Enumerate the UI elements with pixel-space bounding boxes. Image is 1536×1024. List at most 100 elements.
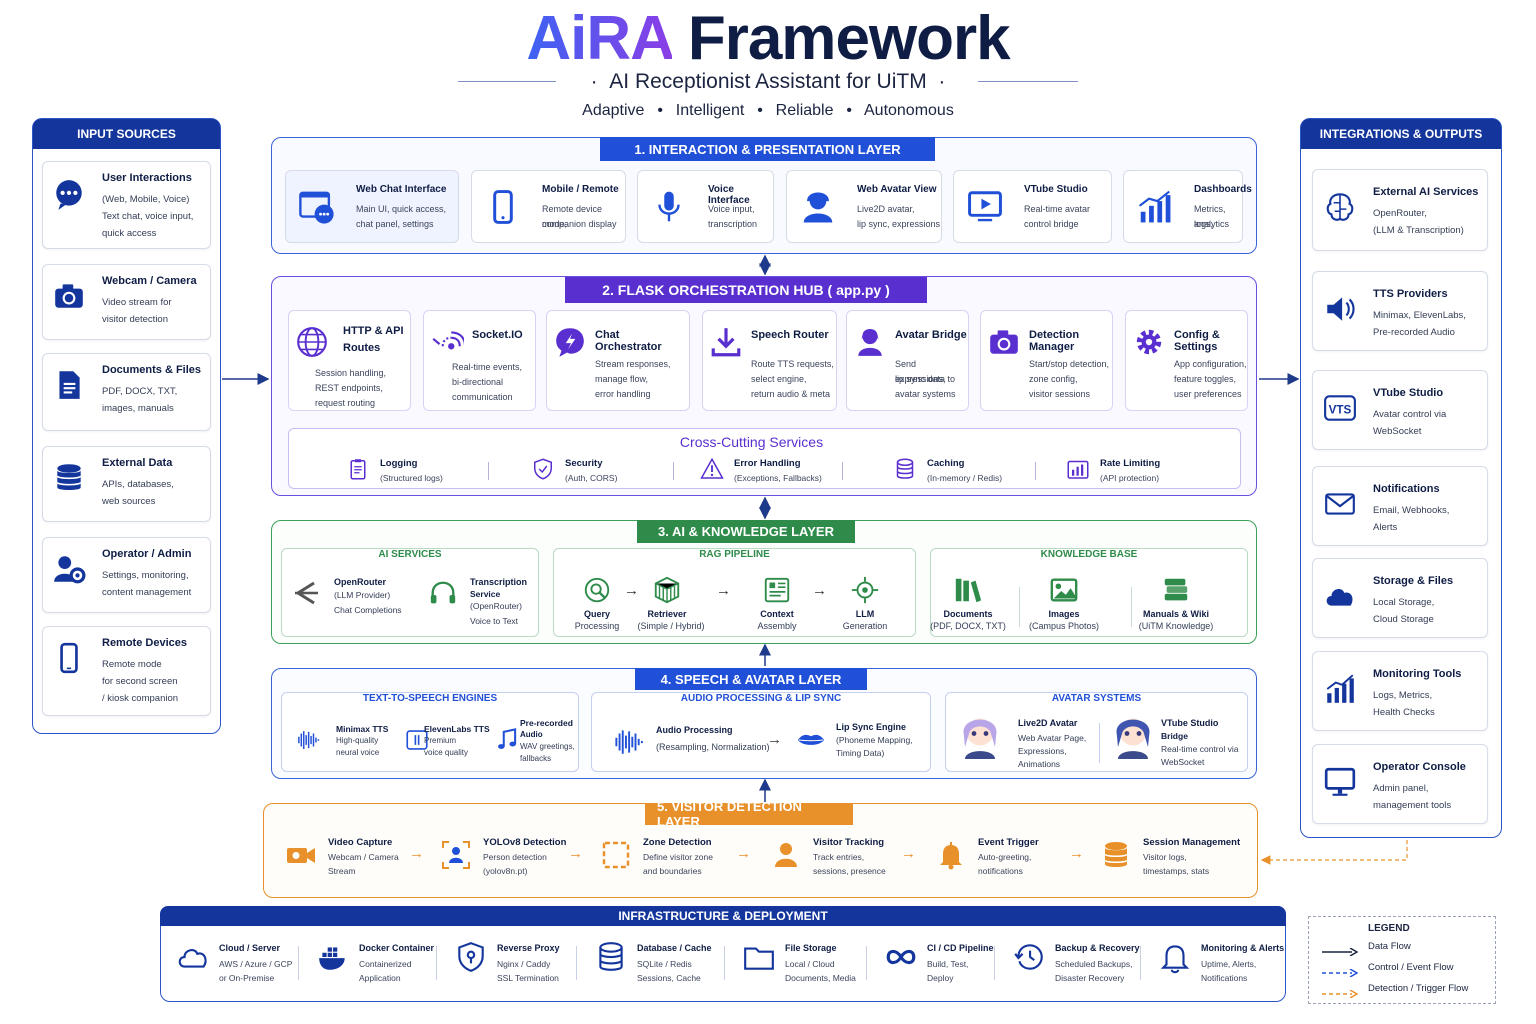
interaction-desc: control bridge — [1024, 219, 1079, 229]
orchestration-desc: manage flow, — [595, 374, 649, 384]
docker-icon — [316, 940, 350, 974]
rag-arrow: → — [624, 582, 639, 599]
rag-arrow: → — [812, 582, 827, 599]
detection-desc: Define visitor zone — [643, 852, 713, 862]
folder-icon — [742, 940, 776, 974]
orchestration-title: Config & Settings — [1174, 329, 1220, 353]
envelope-icon — [1323, 487, 1357, 521]
waveform-icon — [610, 725, 644, 759]
stack-books-icon — [1161, 575, 1191, 605]
input-source-card[interactable]: User Interactions(Web, Mobile, Voice)Tex… — [42, 161, 211, 249]
socket-icon — [430, 325, 464, 359]
infra-desc: or On-Premise — [219, 973, 275, 983]
interaction-desc: analytics — [1194, 219, 1230, 229]
input-source-title: Documents & Files — [102, 364, 202, 376]
transcription-desc: Voice to Text — [470, 616, 519, 626]
orchestration-desc: bi-directional — [452, 377, 504, 387]
svg-text:VTS: VTS — [1329, 403, 1352, 416]
cross-divider — [673, 462, 674, 480]
subtitle-dot-right: · — [938, 70, 946, 93]
avatar-person-icon — [799, 188, 837, 226]
backup-icon — [1012, 940, 1046, 974]
orchestration-desc: select engine, — [751, 374, 807, 384]
database-icon — [52, 461, 86, 495]
detection-arrow: → — [409, 845, 424, 862]
monitor-icon — [1323, 765, 1357, 799]
subtitle-dot-left: · — [590, 70, 598, 93]
infrastructure-title: INFRASTRUCTURE & DEPLOYMENT — [160, 906, 1286, 926]
output-title: TTS Providers — [1373, 288, 1448, 300]
interaction-desc: Live2D avatar, — [857, 204, 915, 214]
output-title: Monitoring Tools — [1373, 668, 1462, 680]
infra-divider — [436, 946, 437, 980]
output-desc: WebSocket — [1373, 426, 1422, 437]
infra-divider — [1140, 946, 1141, 980]
kb-item-sub: (PDF, DOCX, TXT) — [930, 621, 1006, 631]
input-source-desc: content management — [102, 587, 192, 598]
vtube-title: VTube Studio — [1161, 718, 1219, 728]
cloud-outline-icon — [176, 940, 210, 974]
orchestration-desc: zone config, — [1029, 374, 1078, 384]
output-desc: Alerts — [1373, 522, 1398, 533]
vtube-desc: WebSocket — [1161, 757, 1205, 767]
detection-desc: Track entries, — [813, 852, 865, 862]
orchestration-desc: user preferences — [1174, 389, 1242, 399]
infra-title: Docker Container — [359, 943, 435, 953]
legend-label: Control / Event Flow — [1368, 962, 1454, 973]
orchestration-desc: error handling — [595, 389, 651, 399]
vts-icon: VTS — [1323, 391, 1357, 425]
lipsync-desc: (Phoneme Mapping, — [836, 735, 913, 745]
subtitle-line-right — [978, 81, 1078, 82]
input-source-desc: Text chat, voice input, — [102, 211, 194, 222]
kb-item-title: Documents — [943, 609, 993, 619]
infra-divider — [576, 946, 577, 980]
infra-title: Monitoring & Alerts — [1201, 943, 1285, 953]
infra-divider — [994, 946, 995, 980]
lipsync-title: Lip Sync Engine — [836, 722, 907, 732]
input-source-desc: / kiosk companion — [102, 693, 179, 704]
speaker-icon — [1323, 292, 1357, 326]
detection-arrow: → — [736, 845, 751, 862]
detection-arrow: → — [1069, 845, 1084, 862]
detection-title: Zone Detection — [643, 837, 712, 848]
avatar-title: AVATAR SYSTEMS — [1051, 693, 1142, 704]
waveform-icon — [294, 727, 320, 753]
orchestration-desc: REST endpoints, — [315, 383, 383, 393]
cross-divider — [842, 462, 843, 480]
orchestration-desc: request routing — [315, 398, 376, 408]
visitor-detection-title: 5. VISITOR DETECTION LAYER — [645, 799, 853, 829]
infra-desc: Sessions, Cache — [637, 973, 701, 983]
interaction-desc: Metrics, logs, — [1194, 204, 1226, 229]
title-rest: Framework — [687, 4, 1011, 73]
infra-desc: Containerized — [359, 959, 412, 969]
orchestration-desc: Session handling, — [315, 368, 387, 378]
camera-icon — [987, 325, 1021, 359]
